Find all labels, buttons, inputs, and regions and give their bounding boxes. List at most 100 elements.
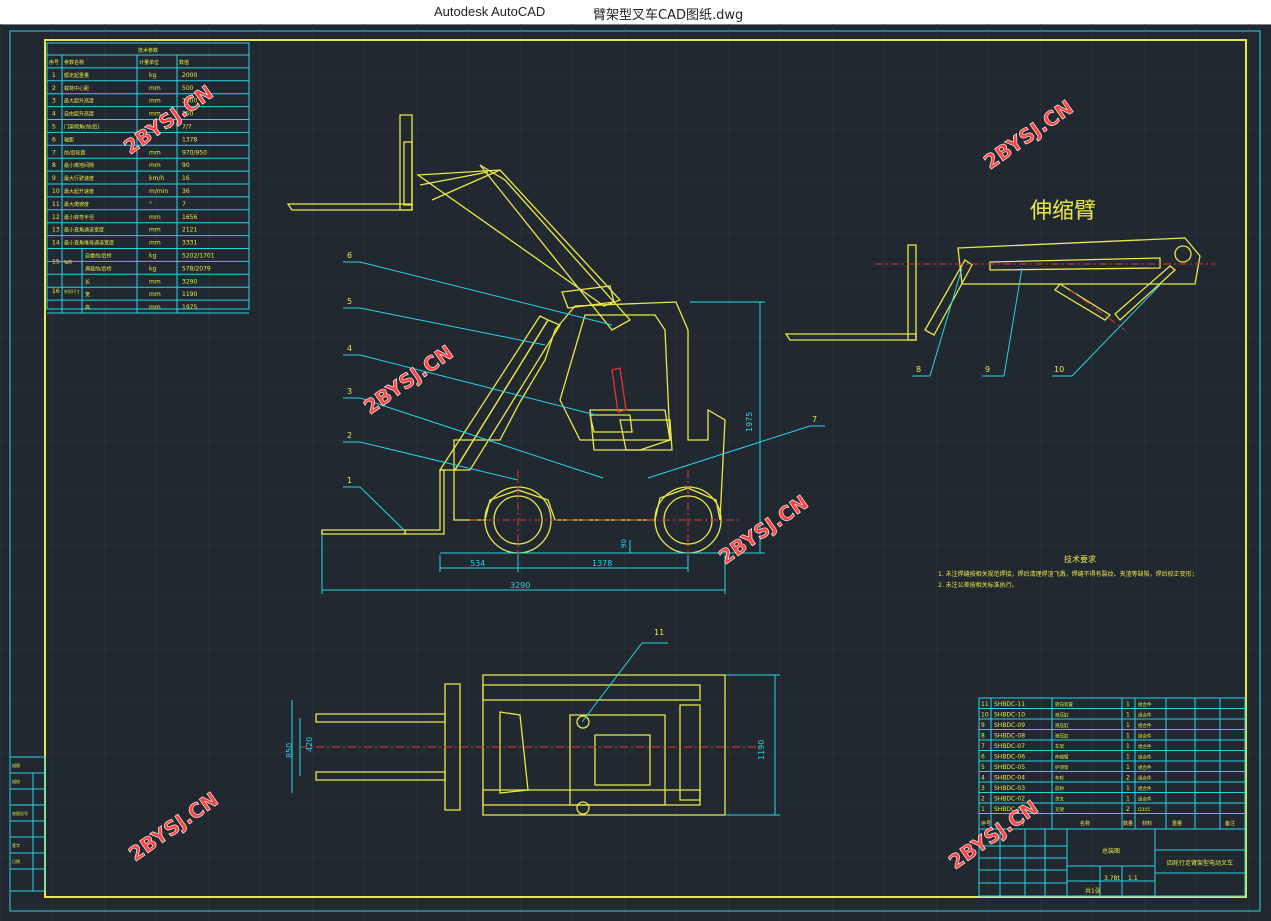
dim-front: 534 [470,559,485,568]
dim-length: 3290 [510,581,530,590]
params-value: 578/2079 [182,265,211,272]
params-value: 3331 [182,240,197,247]
left-strip-label-2: 描校 [12,778,20,784]
params-value: 16 [182,175,190,182]
app-name: Autodesk AutoCAD [434,4,546,19]
file-name: 臂架型叉车CAD图纸.dwg [593,8,744,23]
params-cat-15: 轴荷 [64,258,72,264]
params-unit: ° [149,124,152,131]
params-unit: mm [149,214,161,221]
part-material: 组合件 [1138,743,1152,750]
arm-view [784,237,1201,341]
parts-header-code: 代号 [1015,820,1025,827]
parts-list-frame [978,697,1246,897]
params-name: 轴距 [64,136,74,143]
part-name: 转向装置 [1055,701,1073,708]
product-name: 四轮行走臂架型电动叉车 [1167,859,1233,867]
params-name: 最小转弯半径 [64,214,94,221]
part-material: 组合件 [1138,712,1152,719]
balloon-3: 3 [347,387,352,396]
part-code: SHBDC-04 [994,775,1025,782]
parts-header-no: 序号 [981,820,991,827]
balloon-4: 4 [347,344,352,353]
dim-clearance: 90 [620,539,628,548]
params-no: 1 [52,72,56,79]
params-name: 满载前/后桥 [85,265,112,272]
part-material: 组合件 [1138,785,1152,792]
params-value: 7/7 [182,124,192,131]
balloon-10: 10 [1054,365,1064,374]
params-value: 1378 [182,136,197,143]
params-table [46,42,250,310]
part-code: SHBDC-08 [994,733,1025,740]
top-dimension-lines [291,674,780,816]
part-code: SHBDC-02 [994,796,1025,803]
part-material: 组合件 [1138,722,1152,729]
parts-header-remark: 备注 [1225,820,1235,827]
params-no: 12 [52,214,60,221]
part-no: 2 [981,796,985,803]
left-strip-label-5: 日期 [12,858,20,864]
params-no: 14 [52,240,60,247]
params-name: 额定起重量 [64,72,89,79]
balloon-11: 11 [654,628,664,637]
left-strip-label-1: 描图 [12,762,20,768]
part-qty: 1 [1126,743,1130,750]
part-qty: 2 [1126,775,1130,782]
params-no: 7 [52,149,56,156]
side-leaders [343,261,825,531]
part-name: 液压缸 [1055,722,1069,729]
part-material: 组合件 [1138,754,1152,761]
params-name: 长 [85,278,90,285]
params-unit: ° [149,201,152,208]
params-unit: mm [149,304,161,311]
dim-width-fork: 420 [305,737,314,752]
params-unit: mm [149,278,161,285]
part-no: 10 [981,712,989,719]
arm-title: 伸缩臂 [1030,199,1096,224]
params-title: 技术参数 [138,47,158,54]
part-code: SHBDC-01 [994,806,1025,813]
params-no: 4 [52,111,56,118]
side-centerlines [470,470,740,570]
params-name: 高 [85,304,90,311]
params-unit: kg [149,253,156,260]
params-value: 90 [182,162,190,169]
params-name: 载荷中心距 [64,85,89,92]
side-view [286,114,726,554]
part-name: 前桥 [1055,785,1064,792]
part-qty: 1 [1126,712,1130,719]
part-no: 1 [981,806,985,813]
params-value: 36 [182,188,190,195]
drawing-name: 总装图 [1102,847,1120,855]
params-no: 6 [52,136,56,143]
params-value: 7 [182,201,186,208]
part-no: 6 [981,754,985,761]
part-code: SHBDC-05 [994,764,1025,771]
params-value: 500 [182,85,194,92]
params-no: 11 [52,201,60,208]
title-scale: 1:1 [1128,875,1138,882]
params-unit: mm [149,98,161,105]
balloon-5: 5 [347,297,352,306]
params-no: 2 [52,85,56,92]
params-no: 10 [52,188,60,195]
inner-frame [44,39,1247,898]
params-name: 自由起升高度 [64,111,94,118]
part-material: 组合件 [1138,764,1152,771]
side-dimension-lines [321,301,765,594]
parts-header-material: 材料 [1142,820,1152,827]
part-no: 9 [981,722,985,729]
params-name: 最小直角通道宽度 [64,227,104,234]
balloon-7: 7 [812,415,817,424]
parts-header-weight: 重量 [1172,820,1182,827]
part-code: SHBDC-11 [994,701,1025,708]
params-name: 最大起升速度 [64,188,94,195]
part-qty: 1 [1126,722,1130,729]
arm-centerline [875,263,1215,331]
dim-width-out: 850 [285,743,294,758]
part-no: 8 [981,733,985,740]
part-name: 车轮 [1055,775,1064,782]
